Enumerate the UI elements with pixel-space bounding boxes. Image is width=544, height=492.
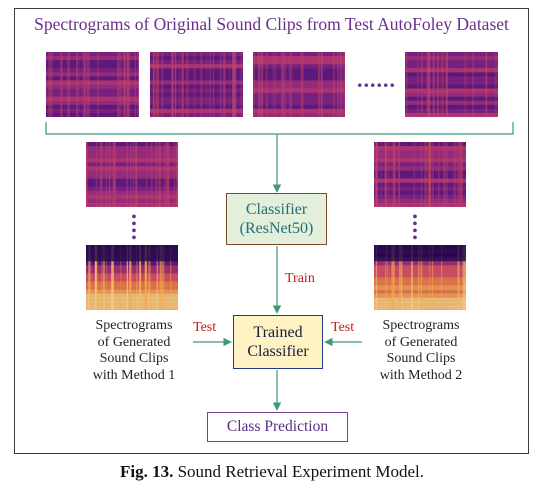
vertical-ellipsis-right: •••• <box>412 210 418 246</box>
spectrogram-original-1 <box>46 52 139 117</box>
method2-line: Sound Clips <box>386 351 456 366</box>
vertical-ellipsis-left: •••• <box>131 210 137 246</box>
method1-description: Spectrograms of Generated Sound Clips wi… <box>78 318 190 384</box>
caption-text: Sound Retrieval Experiment Model. <box>173 462 425 481</box>
spectrogram-original-3 <box>253 52 345 117</box>
diagram-title: Spectrograms of Original Sound Clips fro… <box>34 14 509 34</box>
trained-classifier-box: Trained Classifier <box>233 315 323 369</box>
prediction-label: Class Prediction <box>226 418 329 435</box>
test-label-right: Test <box>331 320 355 335</box>
trained-line1: Trained <box>253 324 303 341</box>
method1-line: Spectrograms <box>95 318 173 333</box>
bracket-line <box>45 122 514 135</box>
classifier-label: Classifier <box>245 201 308 218</box>
method2-description: Spectrograms of Generated Sound Clips wi… <box>365 318 477 384</box>
method2-line: with Method 2 <box>379 367 463 383</box>
spectrogram-method2-top <box>374 142 466 207</box>
method1-line: Sound Clips <box>99 351 169 366</box>
classifier-model: (ResNet50) <box>239 220 314 237</box>
spectrogram-method1-top <box>86 142 178 207</box>
test-label-left: Test <box>193 320 217 335</box>
class-prediction-box: Class Prediction <box>207 412 348 442</box>
method2-line: of Generated <box>384 334 458 350</box>
method1-line: of Generated <box>97 334 171 350</box>
spectrogram-method2-bottom <box>374 245 466 310</box>
spectrogram-original-2 <box>150 52 243 117</box>
spectrogram-method1-bottom <box>86 245 178 310</box>
classifier-box: Classifier (ResNet50) <box>226 193 327 245</box>
method2-line: Spectrograms <box>382 318 460 333</box>
horizontal-ellipsis: ...... <box>357 67 396 92</box>
trained-line2: Classifier <box>247 343 309 360</box>
figure-frame <box>14 8 529 454</box>
spectrogram-original-4 <box>405 52 498 117</box>
figure-caption: Fig. 13. Sound Retrieval Experiment Mode… <box>0 462 544 482</box>
caption-number: Fig. 13. <box>119 462 174 481</box>
method1-line: with Method 1 <box>92 367 176 383</box>
train-label: Train <box>285 271 315 286</box>
